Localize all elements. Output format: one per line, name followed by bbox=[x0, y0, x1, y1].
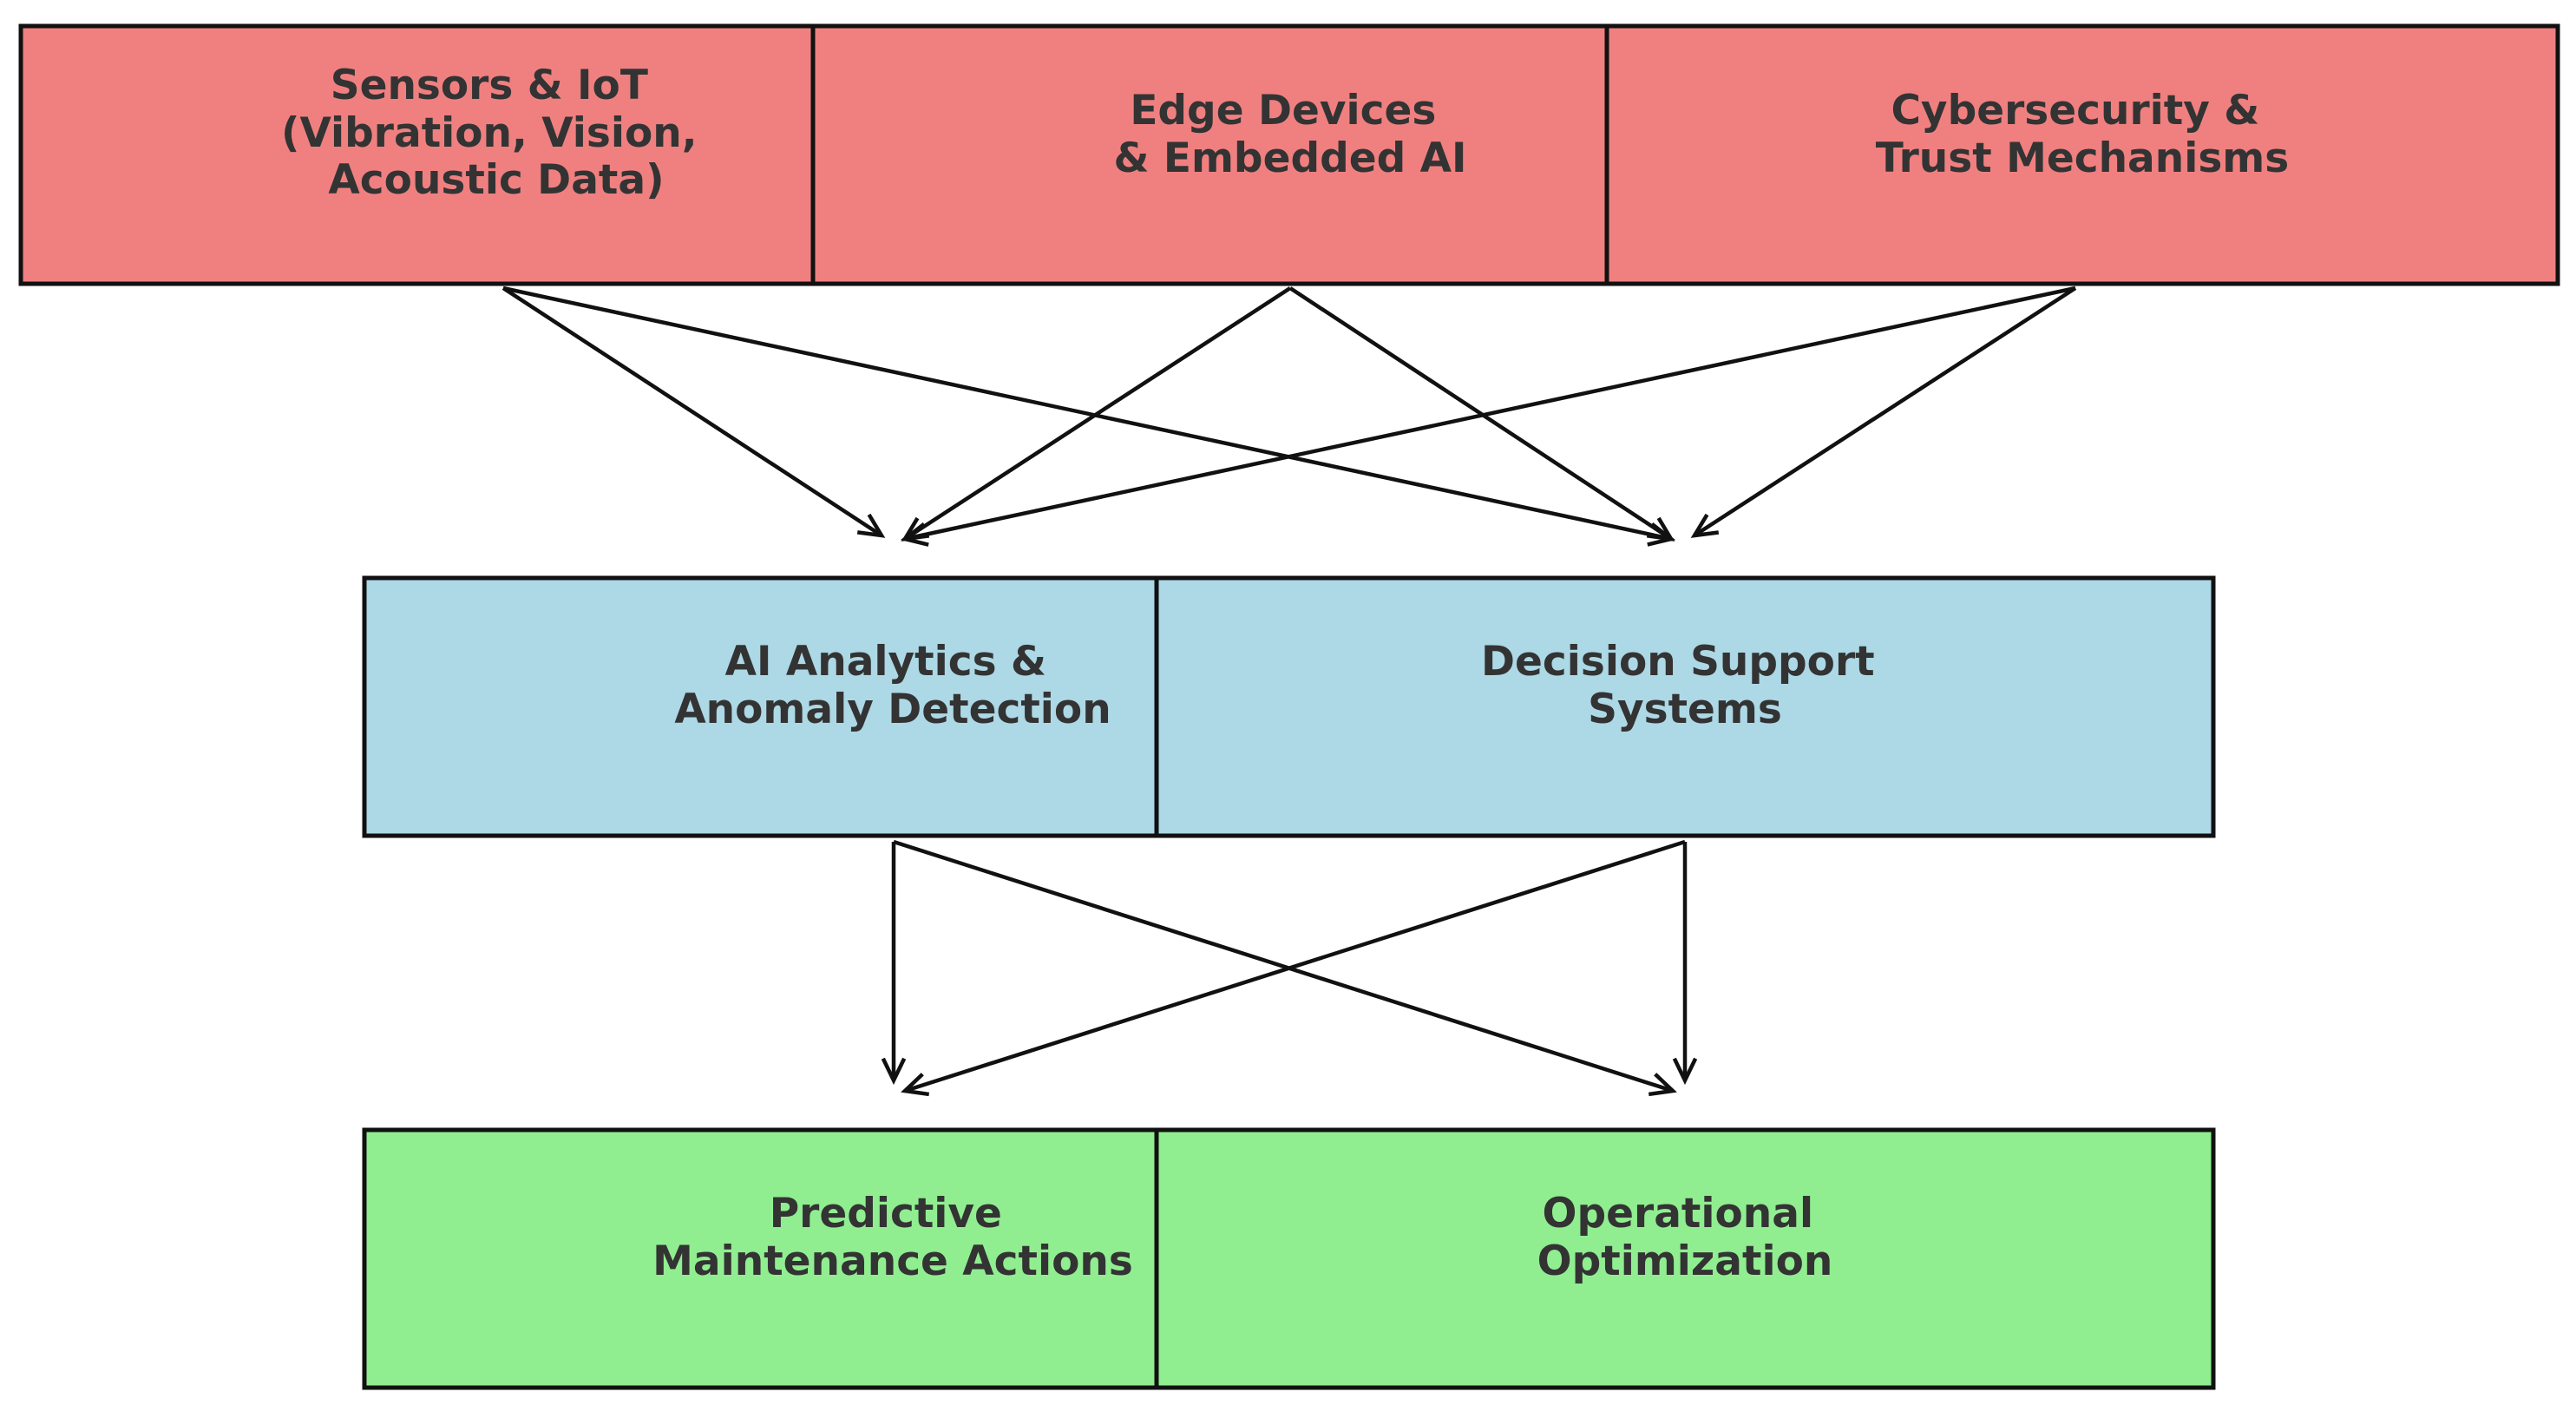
outcomes-box bbox=[362, 1127, 2216, 1390]
analytics-label-line-1: AI Analytics & bbox=[725, 638, 1046, 686]
cyber-node-label: Cybersecurity & Trust Mechanisms bbox=[1876, 87, 2290, 182]
pm-label-line-1: Predictive bbox=[770, 1190, 1002, 1238]
cyber-label-line-2: Trust Mechanisms bbox=[1876, 135, 2290, 182]
arrow-edge-to-dss bbox=[1288, 286, 1673, 541]
dss-node-label: Decision Support Systems bbox=[1481, 638, 1889, 733]
processing-box bbox=[362, 575, 2216, 838]
arrow-sensors-to-dss bbox=[502, 286, 1672, 542]
arrowhead-edge-to-dss bbox=[1646, 516, 1675, 542]
arrowhead-dss-to-pm bbox=[901, 1073, 930, 1097]
analytics-node-label: AI Analytics & Anomaly Detection bbox=[674, 638, 1111, 733]
arrows-group bbox=[501, 286, 2077, 1097]
arrow-sensors-to-analytics bbox=[501, 286, 883, 537]
processing-layer: AI Analytics & Anomaly Detection Decisio… bbox=[362, 575, 2216, 838]
arrowhead-cyber-to-dss bbox=[1690, 513, 1720, 538]
arrowhead-dss-to-opt bbox=[1672, 1057, 1698, 1086]
arrow-cyber-to-analytics bbox=[904, 286, 2076, 542]
analytics-label-line-2: Anomaly Detection bbox=[674, 686, 1111, 733]
arrow-dss-to-pm bbox=[904, 839, 1686, 1093]
sensors-label-line-3: Acoustic Data) bbox=[328, 156, 664, 204]
pm-label-line-2: Maintenance Actions bbox=[652, 1238, 1133, 1285]
sensors-label-line-1: Sensors & IoT bbox=[331, 62, 648, 109]
pm-node-label: Predictive Maintenance Actions bbox=[652, 1190, 1133, 1285]
arrow-cyber-to-dss bbox=[1693, 286, 2077, 537]
opt-label-line-2: Optimization bbox=[1537, 1238, 1833, 1285]
opt-node-label: Operational Optimization bbox=[1537, 1190, 1833, 1285]
arrowhead-analytics-to-pm bbox=[881, 1057, 907, 1086]
dss-label-line-2: Systems bbox=[1588, 686, 1782, 733]
edge-label-line-1: Edge Devices bbox=[1130, 87, 1436, 135]
arrow-analytics-to-opt bbox=[893, 839, 1674, 1093]
edge-label-line-2: & Embedded AI bbox=[1114, 135, 1467, 182]
sensors-node-label: Sensors & IoT (Vibration, Vision, Acoust… bbox=[281, 62, 711, 204]
sources-layer: Sensors & IoT (Vibration, Vision, Acoust… bbox=[18, 23, 2560, 286]
opt-label-line-1: Operational bbox=[1543, 1190, 1814, 1238]
cyber-label-line-1: Cybersecurity & bbox=[1891, 87, 2259, 135]
arrowhead-cyber-to-analytics bbox=[900, 522, 929, 547]
edge-node-label: Edge Devices & Embedded AI bbox=[1114, 87, 1467, 182]
arrow-edge-to-analytics bbox=[903, 286, 1292, 541]
dss-label-line-1: Decision Support bbox=[1481, 638, 1875, 686]
outcomes-layer: Predictive Maintenance Actions Operation… bbox=[362, 1127, 2216, 1390]
arrowhead-sensors-to-analytics bbox=[856, 513, 886, 538]
sources-box bbox=[18, 23, 2560, 286]
arrowhead-analytics-to-opt bbox=[1648, 1073, 1677, 1097]
sensors-label-line-2: (Vibration, Vision, bbox=[281, 109, 698, 157]
